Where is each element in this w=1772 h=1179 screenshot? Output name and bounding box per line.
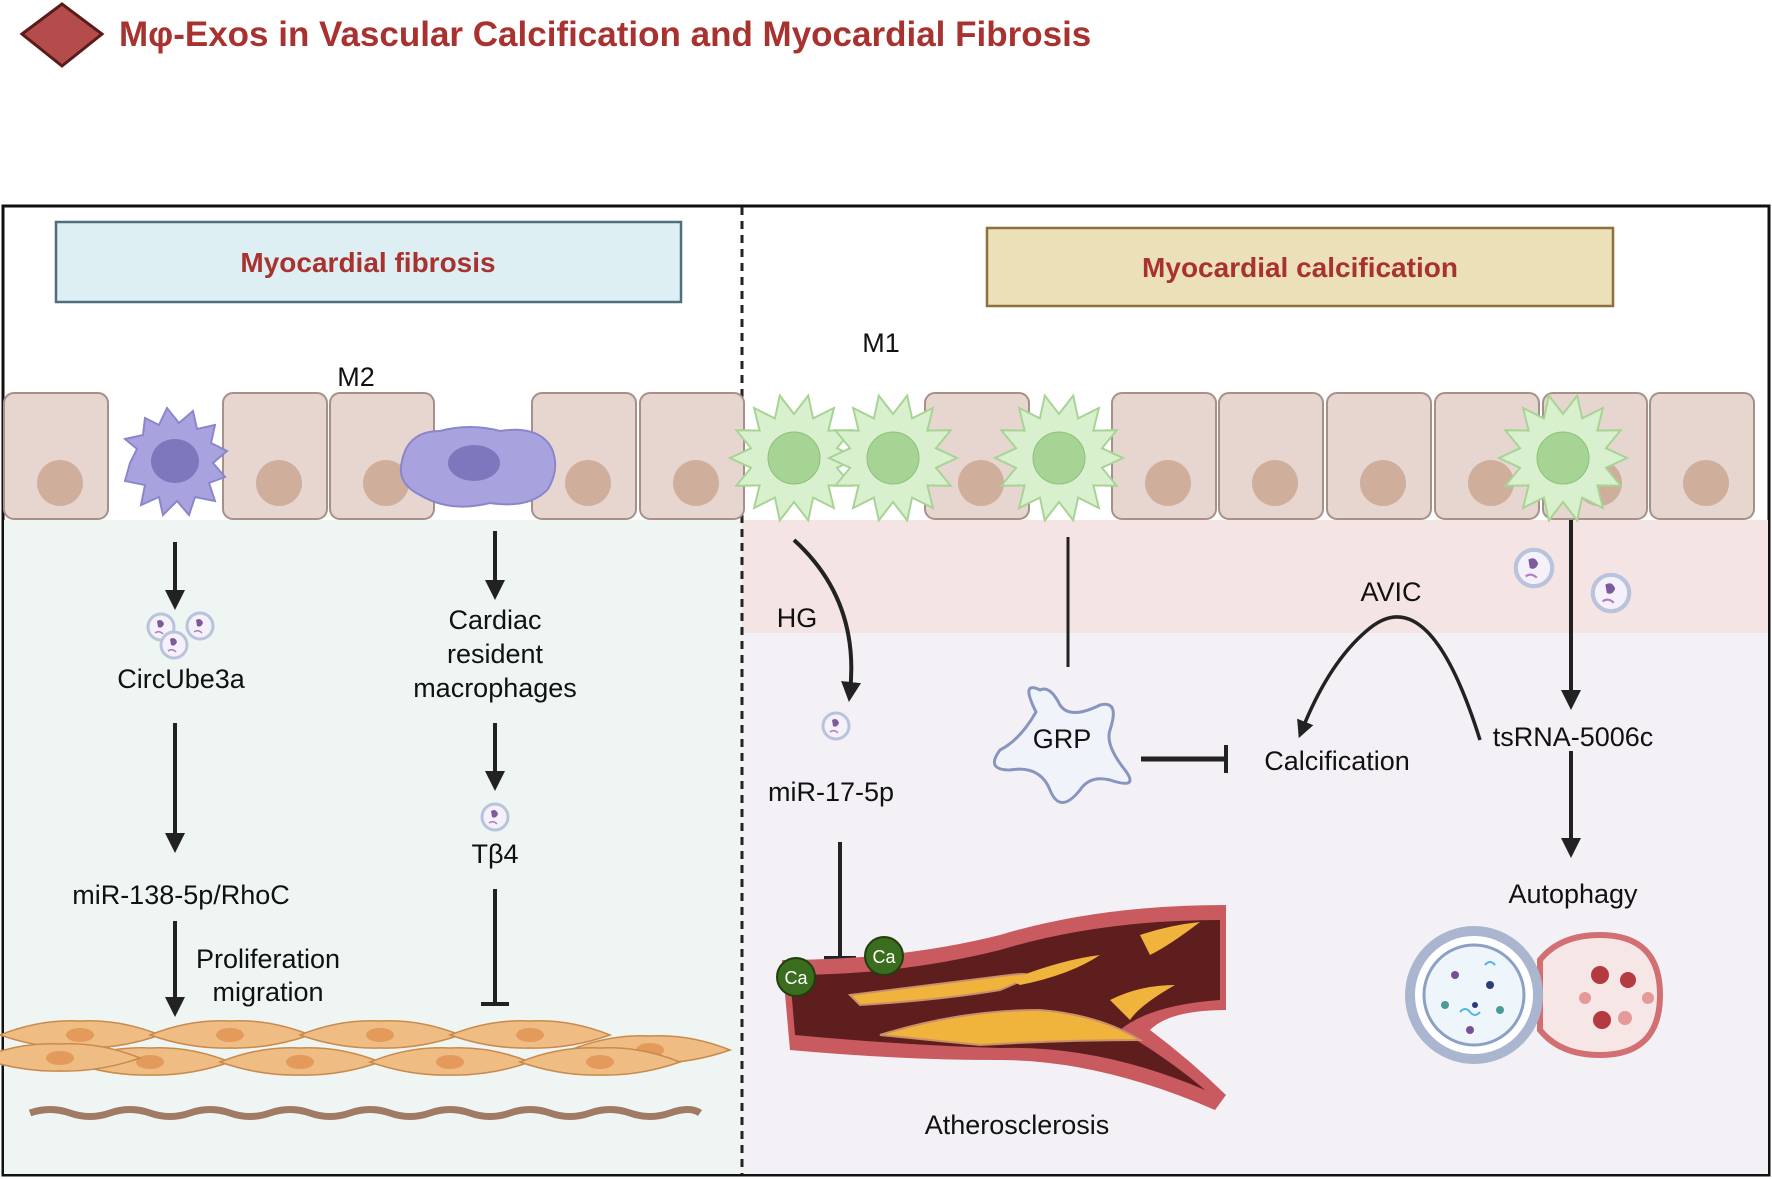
figure-title: Mφ-Exos in Vascular Calcification and My… [119, 15, 1091, 54]
exosome-mir17-icon [821, 711, 851, 741]
cardiomyocyte-icon [531, 392, 637, 520]
autophagosome-lysosome-icon [1405, 926, 1664, 1064]
right-arrows [792, 520, 1581, 960]
left-panel-background [4, 520, 742, 1174]
left-arrows [165, 531, 509, 1017]
m1-macrophage-icon [992, 393, 1126, 523]
right-header-text: Myocardial calcification [1142, 252, 1458, 283]
cardiomyocyte-icon [1326, 392, 1432, 520]
cell-type-line2: resident [447, 639, 544, 669]
calcium-badge-2: Ca [864, 936, 904, 976]
m2-macrophage-icon [122, 406, 229, 517]
arrow-hg-curve [792, 538, 862, 702]
cardiomyocyte-icon [3, 392, 109, 520]
title-diamond-icon [19, 2, 105, 68]
cardiomyocyte-icon [1218, 392, 1324, 520]
m2-macrophage-amoeboid-icon [399, 426, 557, 508]
migration-label: migration [212, 977, 323, 1007]
autophagy-label: Autophagy [1508, 879, 1638, 909]
cell-type-line3: macrophages [413, 673, 577, 703]
tsrna-label: tsRNA-5006c [1493, 722, 1654, 752]
avic-label: AVIC [1360, 577, 1421, 607]
cardiomyocyte-icon [1649, 392, 1755, 520]
m1-macrophage-icon [727, 393, 861, 523]
left-header-text: Myocardial fibrosis [240, 247, 495, 278]
svg-text:Ca: Ca [784, 968, 808, 988]
collagen-fiber-icon [28, 1106, 703, 1120]
cardiomyocyte-icon [222, 392, 328, 520]
circube3a-label: CircUbe3a [117, 664, 246, 694]
proliferation-label: Proliferation [196, 944, 340, 974]
calcium-badge-1: Ca [776, 957, 816, 997]
grp-label: GRP [1033, 724, 1092, 754]
m1-label: M1 [862, 328, 900, 358]
cardiomyocyte-icon [1111, 392, 1217, 520]
cardiomyocyte-icon [924, 392, 1030, 520]
calcification-label: Calcification [1264, 746, 1410, 776]
tb4-label: Tβ4 [471, 839, 518, 869]
right-panel-background [742, 633, 1768, 1174]
m1-macrophage-icon [826, 393, 960, 523]
left-header-box: Myocardial fibrosis [54, 220, 683, 304]
m1-macrophage-icon [1496, 393, 1630, 523]
hg-label: HG [777, 603, 818, 633]
cardiomyocyte-layer [3, 392, 1755, 520]
cell-type-line1: Cardiac [448, 605, 541, 635]
right-panel-band [742, 520, 1768, 633]
grp-protein-icon [992, 686, 1132, 804]
mir17-label: miR-17-5p [768, 777, 894, 807]
svg-text:Ca: Ca [872, 947, 896, 967]
m2-label: M2 [337, 362, 375, 392]
atherosclerosis-label: Atherosclerosis [925, 1110, 1110, 1140]
mir138-label: miR-138-5p/RhoC [72, 880, 290, 910]
cardiomyocyte-icon [639, 392, 745, 520]
right-header-box: Myocardial calcification [985, 226, 1615, 308]
exosome-tb4-icon [480, 802, 510, 832]
arrow-avic-curve [1297, 615, 1482, 741]
